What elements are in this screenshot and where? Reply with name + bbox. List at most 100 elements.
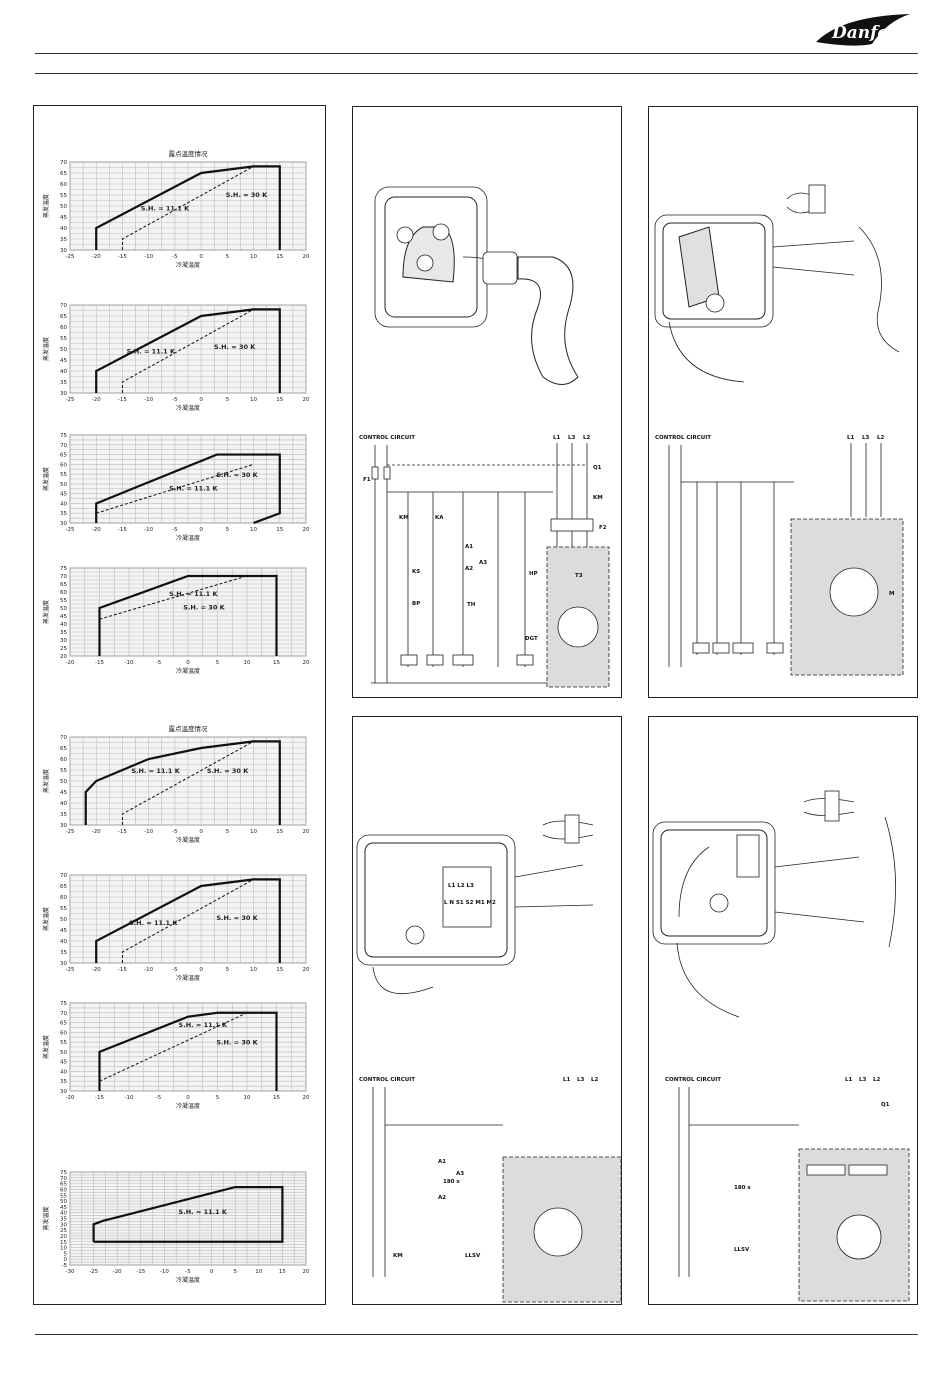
label-l1: L1: [553, 435, 561, 441]
label-q1-4: Q1: [881, 1102, 890, 1108]
danfoss-logo: Danfoss: [816, 14, 910, 46]
y-tick-label: 35: [60, 1079, 67, 1085]
x-tick-label: 10: [244, 660, 251, 666]
x-tick-label: 20: [303, 527, 310, 533]
y-tick-label: 70: [60, 443, 67, 449]
wiring-diagram-2: CONTROL CIRCUIT L1 L3 L2 M: [654, 184, 904, 676]
x-tick-label: -5: [172, 254, 178, 260]
y-tick-label: 60: [60, 895, 67, 901]
y-tick-label: 60: [60, 757, 67, 763]
y-tick-label: 35: [60, 1217, 67, 1223]
x-tick-label: 0: [186, 1095, 190, 1101]
label-l1-2: L1: [847, 435, 855, 441]
y-axis-label: 蒸发温度: [42, 467, 50, 491]
y-tick-label: 30: [60, 248, 67, 254]
series-line-sh30: [121, 878, 254, 963]
x-axis-label: 冷凝温度: [176, 404, 200, 412]
x-tick-label: -15: [136, 1269, 145, 1275]
y-tick-label: 35: [60, 630, 67, 636]
x-tick-label: 20: [303, 1095, 310, 1101]
chart-title: 露点温度情况: [169, 724, 209, 733]
y-tick-label: 55: [60, 1193, 67, 1199]
y-tick-label: 70: [60, 735, 67, 741]
series-label: S.H. = 11.1 K: [179, 1021, 228, 1029]
y-tick-label: 35: [60, 812, 67, 818]
series-line-sh11: [95, 878, 281, 963]
x-tick-label: 5: [233, 1269, 237, 1275]
y-tick-label: 75: [60, 1001, 67, 1007]
x-tick-label: 0: [199, 527, 203, 533]
x-tick-label: -10: [144, 527, 153, 533]
series-label: S.H. = 11.1 K: [169, 590, 218, 598]
series-label: S.H. = 30 K: [216, 914, 258, 922]
x-tick-label: 10: [255, 1269, 262, 1275]
x-tick-label: 20: [303, 660, 310, 666]
y-tick-label: 35: [60, 237, 67, 243]
x-tick-label: -10: [144, 829, 153, 835]
series-label: S.H. = 11.1 K: [127, 347, 176, 355]
y-tick-label: 65: [60, 746, 67, 752]
y-tick-label: 40: [60, 369, 67, 375]
diagram-panel-1: CONTROL CIRCUIT F1 KM KA KS BP A1 A2 A3 …: [352, 106, 622, 698]
y-tick-label: 60: [60, 590, 67, 596]
x-tick-label: -5: [172, 829, 178, 835]
series-line-sh11: [95, 308, 281, 393]
y-tick-label: 55: [60, 1040, 67, 1046]
y-axis-label: 蒸发温度: [42, 1035, 50, 1059]
x-tick-label: -30: [66, 1269, 75, 1275]
y-axis-label: 蒸发温度: [42, 194, 50, 218]
x-tick-label: -15: [118, 527, 127, 533]
y-tick-label: 55: [60, 598, 67, 604]
label-f2: F2: [599, 525, 607, 531]
y-tick-label: 65: [60, 884, 67, 890]
label-a3: A3: [479, 560, 487, 566]
series-line-sh11: [95, 165, 281, 250]
label-llsv-4: LLSV: [734, 1247, 750, 1253]
x-tick-label: -15: [118, 254, 127, 260]
x-tick-label: -20: [66, 1095, 75, 1101]
series-label: S.H. = 11.1 K: [129, 919, 178, 927]
y-tick-label: 70: [60, 303, 67, 309]
label-l1-4: L1: [845, 1077, 853, 1083]
diagram-panel-4: CONTROL CIRCUIT L1 L3 L2 Q1 180 s LLSV: [648, 716, 918, 1305]
y-tick-label: 50: [60, 779, 67, 785]
x-tick-label: 5: [226, 254, 230, 260]
y-tick-label: 30: [60, 391, 67, 397]
y-tick-label: 70: [60, 160, 67, 166]
x-tick-label: -5: [185, 1269, 191, 1275]
diagram-panel-2: CONTROL CIRCUIT L1 L3 L2 M: [648, 106, 918, 698]
x-tick-label: -25: [66, 967, 75, 973]
x-axis-label: 冷凝温度: [176, 836, 200, 844]
label-l2-3: L2: [591, 1077, 599, 1083]
y-tick-label: 70: [60, 873, 67, 879]
y-tick-label: 65: [60, 1182, 67, 1188]
y-tick-label: 45: [60, 614, 67, 620]
label-a2-3: A2: [438, 1195, 446, 1201]
label-a2: A2: [465, 566, 473, 572]
x-tick-label: 10: [250, 254, 257, 260]
x-tick-label: -10: [125, 1095, 134, 1101]
module-row1: L1 L2 L3: [448, 883, 474, 889]
y-tick-label: 65: [60, 1021, 67, 1027]
control-circuit-label-4: CONTROL CIRCUIT: [665, 1077, 721, 1083]
y-axis-label: 蒸发温度: [42, 600, 50, 624]
x-tick-label: -25: [66, 527, 75, 533]
y-axis-label: 蒸发温度: [42, 907, 50, 931]
y-tick-label: 40: [60, 1211, 67, 1217]
y-tick-label: 70: [60, 1011, 67, 1017]
y-tick-label: 30: [60, 961, 67, 967]
y-tick-label: 20: [60, 1234, 67, 1240]
label-l3-3: L3: [577, 1077, 585, 1083]
label-km-3: KM: [393, 1253, 403, 1259]
series-line-sh30: [96, 463, 254, 514]
series-label: S.H. = 30 K: [216, 1038, 258, 1046]
x-tick-label: -10: [160, 1269, 169, 1275]
series-label: S.H. = 30 K: [183, 603, 225, 611]
y-tick-label: 30: [60, 638, 67, 644]
y-tick-label: 60: [60, 462, 67, 468]
series-label: S.H. = 30 K: [216, 471, 258, 479]
footer-rule: [35, 1334, 918, 1335]
